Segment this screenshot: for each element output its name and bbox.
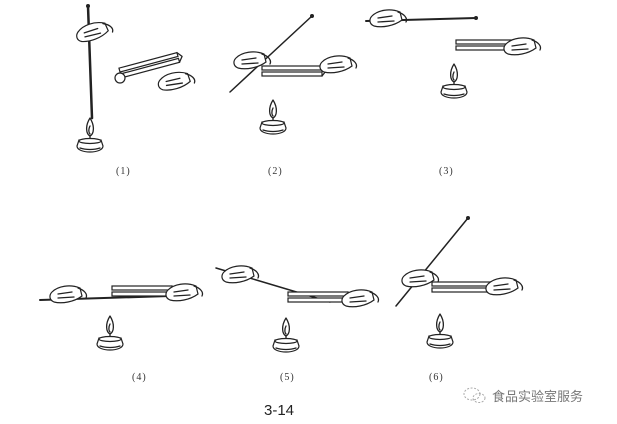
panel-label-5: (5) xyxy=(280,372,295,383)
watermark-text: 食品实验室服务 xyxy=(492,389,584,405)
panel-label-6: (6) xyxy=(429,372,444,383)
panel-label-1: (1) xyxy=(116,166,131,177)
panel-label-3: (3) xyxy=(439,166,454,177)
panel-5-drawing xyxy=(215,265,380,353)
panel-label-4: (4) xyxy=(132,372,147,383)
figure-caption: 3-14 xyxy=(264,402,295,419)
watermark: 食品实验室服务 xyxy=(462,385,583,405)
panel-3-drawing xyxy=(365,9,542,99)
panel-2-drawing xyxy=(229,14,358,135)
panel-4-drawing xyxy=(39,283,204,351)
panel-6-drawing xyxy=(395,216,524,349)
panel-1-drawing xyxy=(74,4,196,153)
wechat-icon xyxy=(463,387,486,403)
panel-label-2: (2) xyxy=(268,166,283,177)
